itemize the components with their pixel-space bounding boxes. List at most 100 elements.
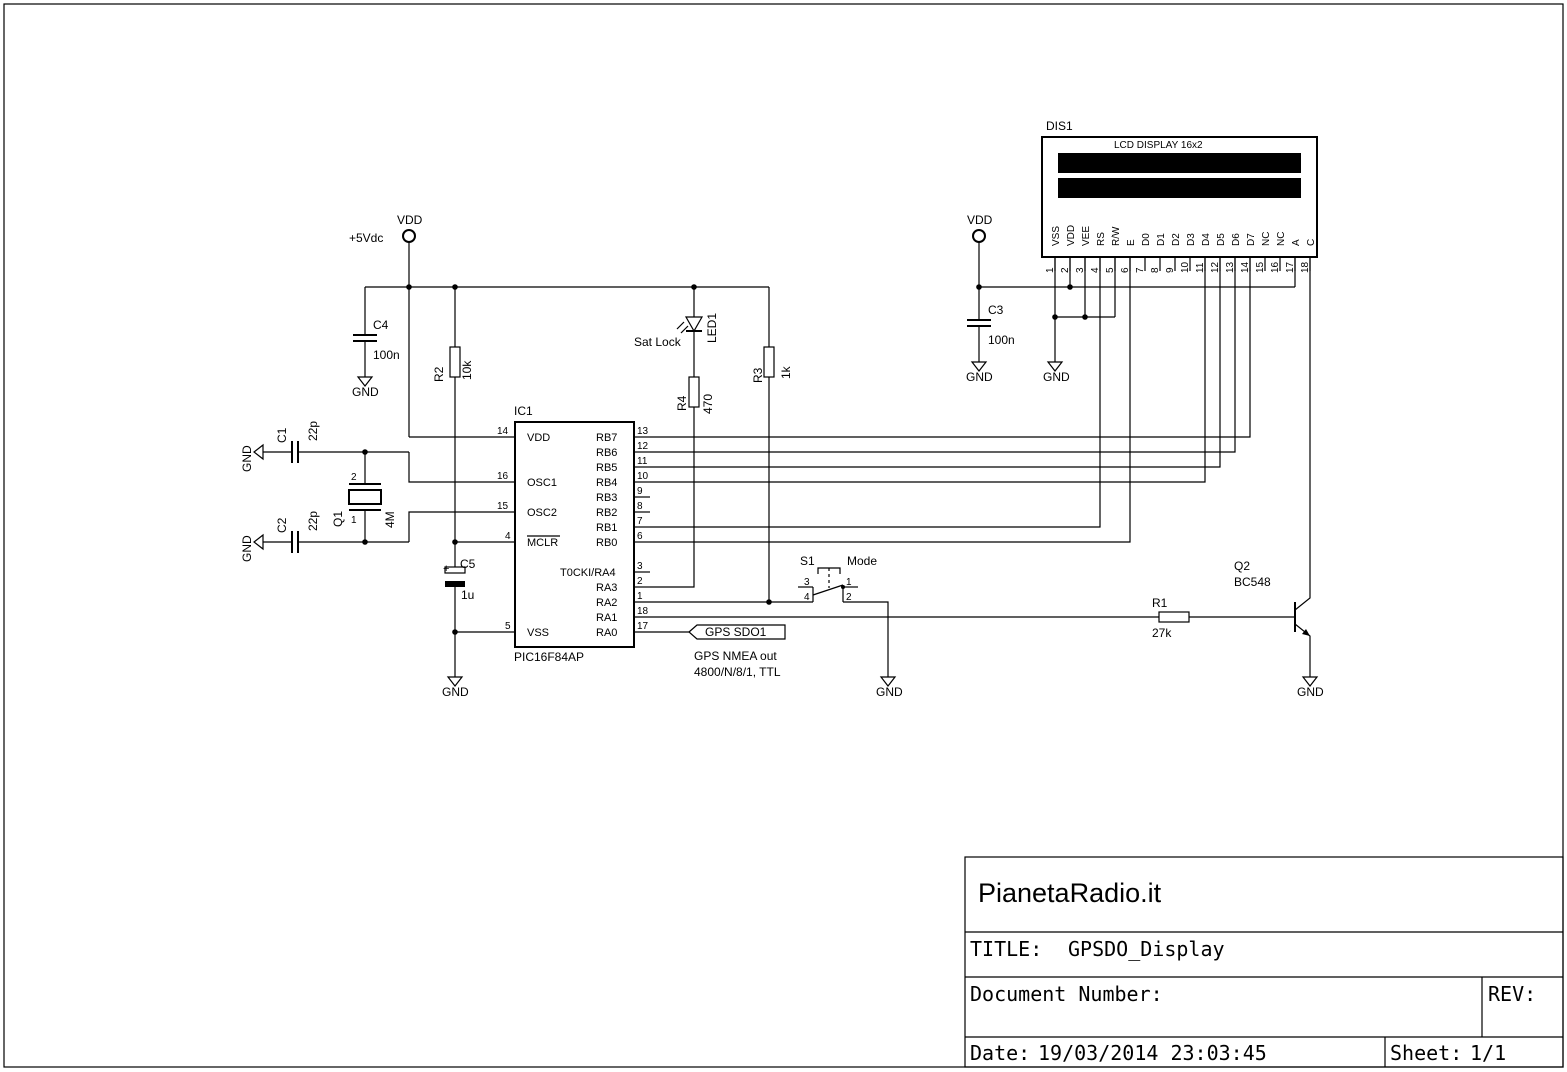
ic1-pin-15: 15 <box>497 501 509 512</box>
ic1-pin-2: 2 <box>637 576 643 587</box>
ic1-pin-4: 4 <box>505 531 511 542</box>
c4-ref: C4 <box>373 318 389 332</box>
lcd-pin-name: VEE <box>1081 226 1092 246</box>
lcd-pin-name: VSS <box>1051 226 1062 246</box>
ic1-pin-7: 7 <box>637 516 643 527</box>
ic1-pin-ra3: RA3 <box>596 582 617 594</box>
c2-value: 22p <box>306 511 320 531</box>
c5-gnd-label: GND <box>442 685 469 699</box>
ic1-pin-16: 16 <box>497 471 509 482</box>
date-value: 19/03/2014 23:03:45 <box>1038 1041 1267 1065</box>
gps-note-line2: 4800/N/8/1, TTL <box>694 665 781 679</box>
ic1-pin-osc2: OSC2 <box>527 507 557 519</box>
lcd-pin-number: 2 <box>1060 267 1071 273</box>
lcd-pin-name: D3 <box>1186 233 1197 246</box>
ic1-pin-rb4: RB4 <box>596 477 617 489</box>
lcd-pin-number: 11 <box>1195 262 1206 273</box>
gps-port: GPS SDO1 GPS NMEA out 4800/N/8/1, TTL <box>634 624 786 679</box>
q1-value: 4M <box>383 511 397 528</box>
lcd-pin-name: D6 <box>1231 233 1242 246</box>
ic1-pin-vdd: VDD <box>527 432 550 444</box>
lcd-pin-number: 1 <box>1045 267 1056 273</box>
ic1-pic16f84ap: IC1 PIC16F84AP 14 VDD 16 OSC1 15 OSC2 4 … <box>497 404 650 664</box>
c5-ref: C5 <box>460 557 476 571</box>
ic1-part: PIC16F84AP <box>514 650 584 664</box>
ic1-pin-ra4: T0CKI/RA4 <box>560 567 616 579</box>
lcd-pin-number: 18 <box>1300 261 1311 273</box>
title-label: TITLE: <box>970 937 1042 961</box>
lcd-pin-number: 14 <box>1240 261 1251 273</box>
ic1-pin-1: 1 <box>637 591 643 602</box>
ic1-pin-18: 18 <box>637 606 649 617</box>
transistor-q2: Q2 BC548 GND <box>1234 257 1324 699</box>
capacitor-c3: C3 100n GND <box>966 303 1015 384</box>
lcd-pin-number: 4 <box>1090 267 1101 273</box>
r3-ref: R3 <box>751 367 765 383</box>
lcd-pin-number: 12 <box>1210 261 1221 273</box>
lcd-pin-number: 9 <box>1165 267 1176 273</box>
document-number-label: Document Number: <box>970 982 1163 1006</box>
lcd-pin-name: NC <box>1276 232 1287 246</box>
ic1-pin-14: 14 <box>497 426 509 437</box>
s1-pin-1: 1 <box>846 577 852 588</box>
r1-value: 27k <box>1152 626 1172 640</box>
c2-gnd-label: GND <box>240 535 254 562</box>
data-bus <box>650 257 1251 543</box>
c4-gnd-label: GND <box>352 385 379 399</box>
c1-value: 22p <box>306 421 320 441</box>
lcd-pin-number: 3 <box>1075 267 1086 273</box>
capacitor-c2: GND C2 22p <box>240 511 409 562</box>
lcd-pin-name: VDD <box>1066 225 1077 246</box>
ic1-pin-rb2: RB2 <box>596 507 617 519</box>
capacitor-c5: + C5 1u GND <box>442 557 515 699</box>
c3-value: 100n <box>988 333 1015 347</box>
capacitor-c4: C4 100n GND <box>352 287 400 399</box>
s1-label: Mode <box>847 554 877 568</box>
lcd-pin-number: 17 <box>1285 261 1296 273</box>
ic1-pin-17: 17 <box>637 621 649 632</box>
lcd-pin-number: 6 <box>1120 267 1131 273</box>
lcd-pin-number: 13 <box>1225 261 1236 273</box>
ic1-pin-rb3: RB3 <box>596 492 617 504</box>
lcd-pin-name: D7 <box>1246 233 1257 246</box>
lcd-pin-name: D0 <box>1141 233 1152 246</box>
ic1-pin-8: 8 <box>637 501 643 512</box>
ic1-pin-mclr: MCLR <box>527 537 558 549</box>
r3-value: 1k <box>779 365 793 379</box>
c1-gnd-label: GND <box>240 445 254 472</box>
c3-gnd-label: GND <box>966 370 993 384</box>
gps-note-line1: GPS NMEA out <box>694 649 777 663</box>
ic1-pin-ra2: RA2 <box>596 597 617 609</box>
lcd-pin-number: 8 <box>1150 267 1161 273</box>
rev-label: REV: <box>1488 982 1536 1006</box>
s1-gnd-label: GND <box>876 685 903 699</box>
lcd-pin-name: D4 <box>1201 233 1212 246</box>
r2-ref: R2 <box>432 366 446 382</box>
led1-ref: LED1 <box>705 313 719 343</box>
led1-label: Sat Lock <box>634 335 682 349</box>
supply-label: +5Vdc <box>349 231 383 245</box>
led1: LED1 Sat Lock <box>634 287 719 377</box>
ic1-pin-ra1: RA1 <box>596 612 617 624</box>
lcd-gnd-label: GND <box>1043 370 1070 384</box>
s1-pin-2: 2 <box>846 592 852 603</box>
lcd-pin-number: 5 <box>1105 267 1116 273</box>
ic1-pin-rb5: RB5 <box>596 462 617 474</box>
q1-ref: Q1 <box>331 511 345 527</box>
ic1-pin-vss: VSS <box>527 627 549 639</box>
lcd-pin-number: 15 <box>1255 261 1266 273</box>
switch-s1: S1 Mode 3 1 4 2 GND <box>798 554 903 699</box>
capacitor-c1: GND C1 22p <box>240 421 409 472</box>
lcd-pin-name: D1 <box>1156 233 1167 246</box>
lcd-pin-name: C <box>1306 239 1317 246</box>
title-block: PianetaRadio.it TITLE: GPSDO_Display Doc… <box>964 856 1564 1068</box>
resistor-r3: R3 1k <box>751 287 793 605</box>
gps-port-label: GPS SDO1 <box>705 625 767 639</box>
date-label: Date: <box>970 1041 1030 1065</box>
lcd-power-wiring: GND <box>1043 257 1296 384</box>
c1-ref: C1 <box>275 427 289 443</box>
c5-polarity: + <box>443 563 449 575</box>
s1-pin-4: 4 <box>804 592 810 603</box>
title-value: GPSDO_Display <box>1068 937 1225 961</box>
